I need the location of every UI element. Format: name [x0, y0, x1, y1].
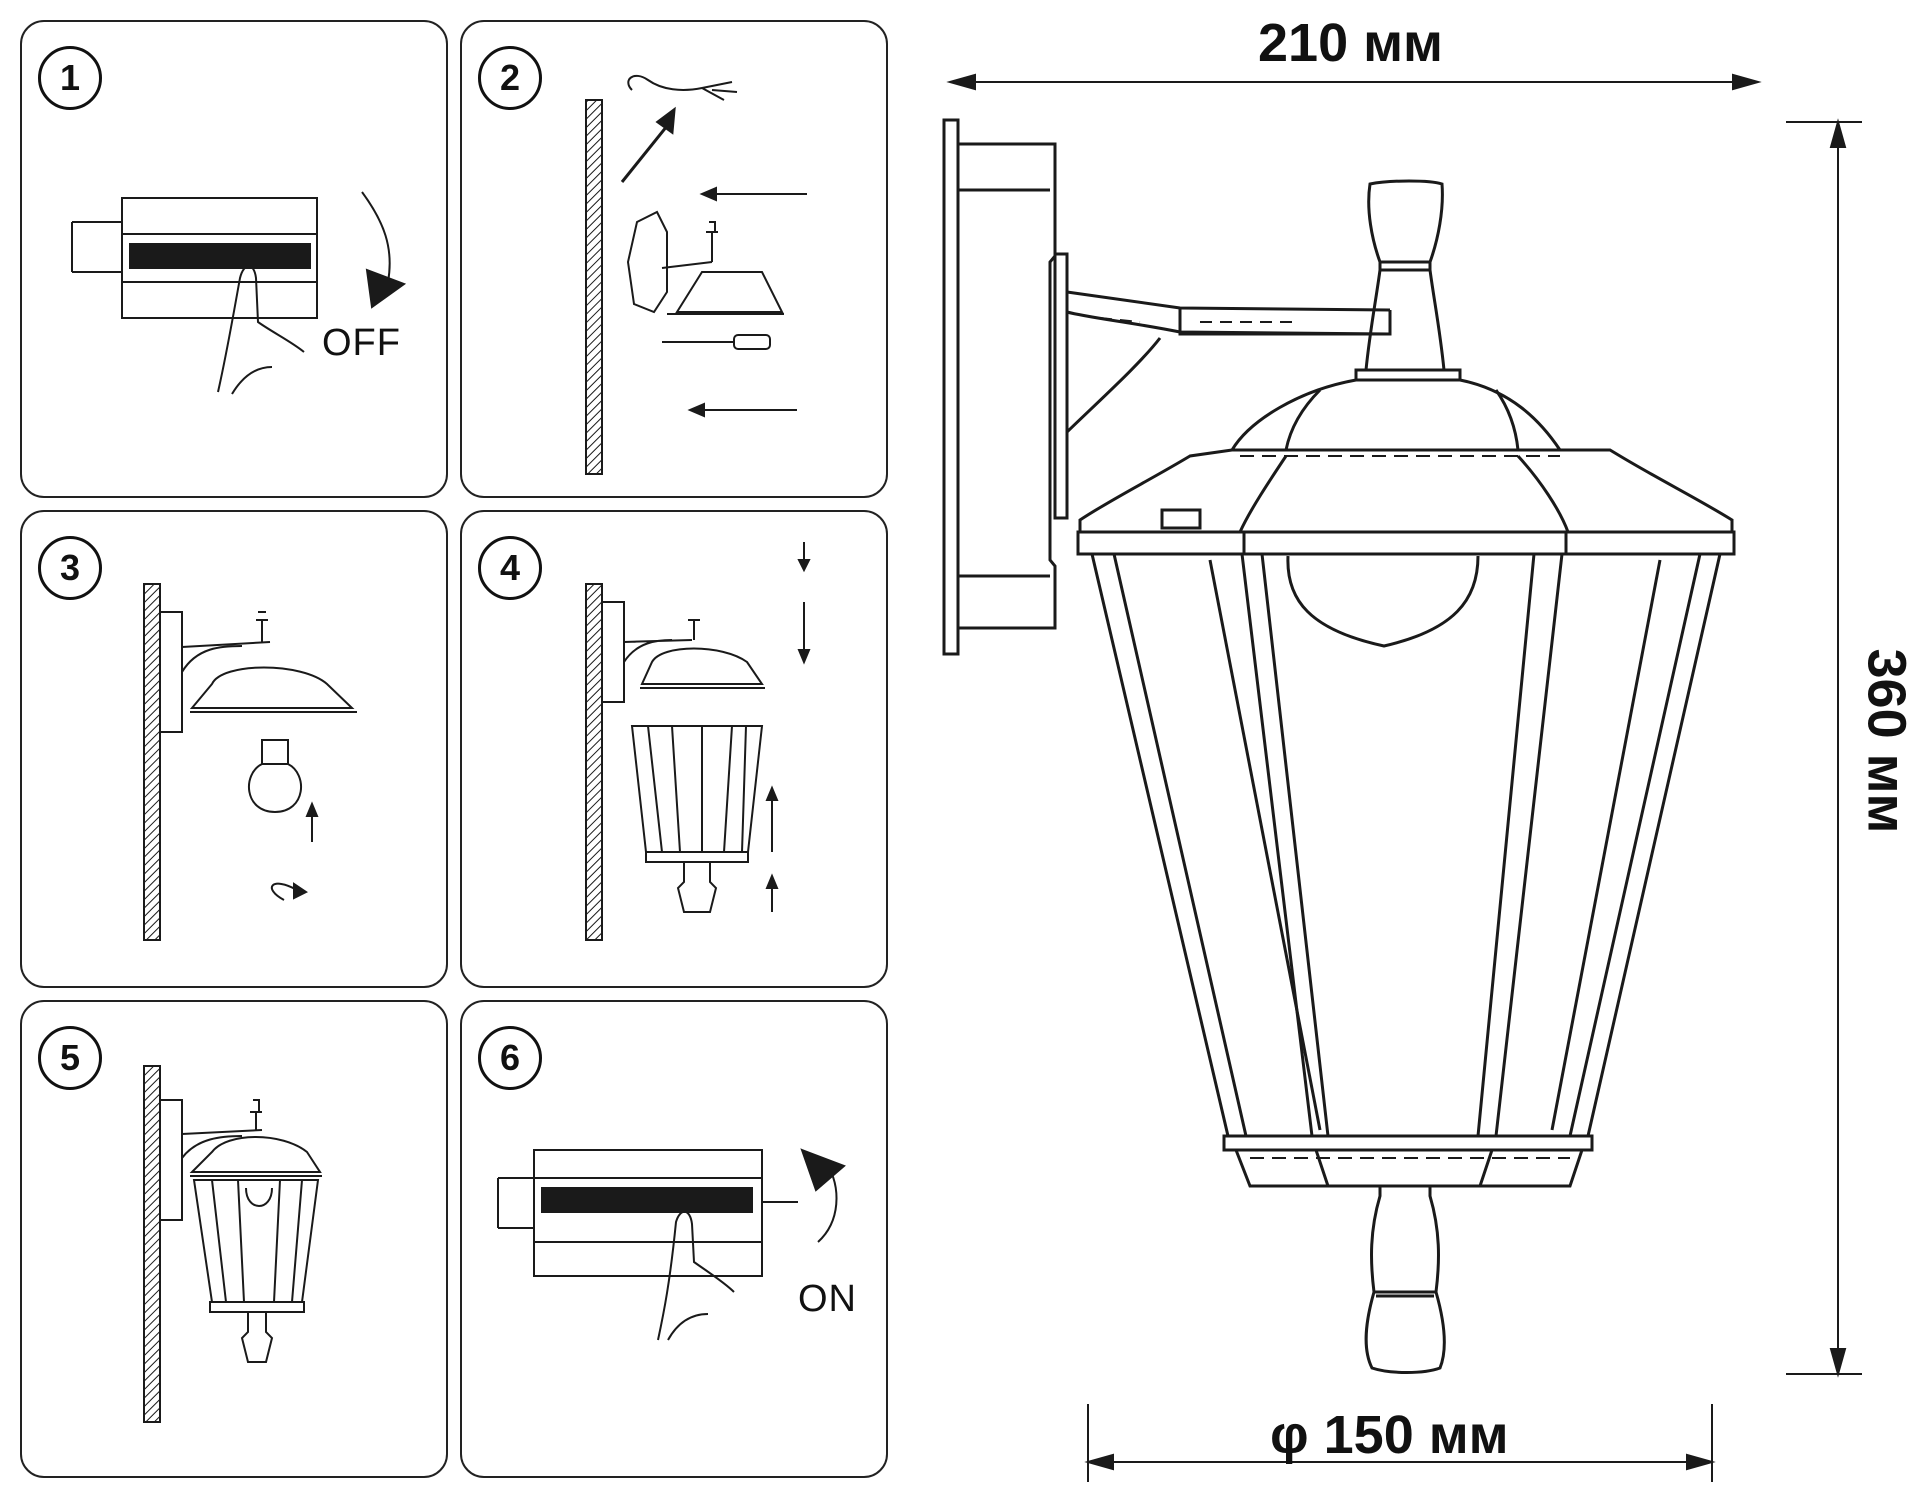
lantern-icon: [159, 1099, 322, 1363]
bulb-icon: [248, 739, 302, 814]
width-dimension-label: 210 мм: [1258, 13, 1443, 73]
breaker-panel-icon: [497, 1148, 846, 1341]
wall-plate: [942, 118, 1069, 656]
lantern-bottom-band: [1222, 1134, 1594, 1188]
step-2-panel: 2: [460, 20, 888, 498]
step-4-panel: 4: [460, 510, 888, 988]
lantern-arm: [1065, 290, 1392, 434]
wire-icon: [627, 74, 738, 101]
lamp-head-icon: [159, 611, 357, 733]
wall-icon: [585, 583, 603, 941]
step-6-number: 6: [478, 1026, 542, 1090]
step-5-panel: 5: [20, 1000, 448, 1478]
wall-icon: [585, 99, 603, 475]
step-6-panel: 6 ON: [460, 1000, 888, 1478]
step-3-number: 3: [38, 536, 102, 600]
step-1-number: 1: [38, 46, 102, 110]
hand-icon: [217, 265, 305, 395]
hand-icon: [657, 1210, 735, 1341]
arrow-icon: [765, 542, 811, 912]
wall-icon: [143, 1065, 161, 1423]
step-5-number: 5: [38, 1026, 102, 1090]
arrow-icon: [687, 186, 807, 418]
lantern-glass-body: [1090, 553, 1722, 1137]
arrow-icon: [800, 1148, 846, 1243]
lamp-head-icon: [626, 210, 784, 315]
lantern-shade-icon: [630, 725, 764, 913]
arrow-icon: [305, 801, 319, 842]
lamp-head-icon: [601, 601, 765, 703]
step-3-panel: 3: [20, 510, 448, 988]
off-label: OFF: [322, 322, 401, 364]
wall-icon: [143, 583, 161, 941]
breaker-panel-icon: [71, 191, 407, 395]
rotate-arrow-icon: [271, 882, 308, 901]
step-1-panel: 1 OFF: [20, 20, 448, 498]
top-finial: [1354, 179, 1462, 382]
screwdriver-icon: [662, 334, 771, 350]
lantern-dome: [1076, 378, 1736, 556]
height-dimension-label: 360 мм: [1856, 648, 1917, 834]
arrow-icon: [361, 191, 407, 309]
arrow-icon: [620, 106, 676, 183]
step-2-number: 2: [478, 46, 542, 110]
diameter-dimension-label: φ 150 мм: [1270, 1405, 1509, 1465]
step-4-number: 4: [478, 536, 542, 600]
bottom-finial: [1364, 1186, 1446, 1374]
on-label: ON: [798, 1278, 857, 1320]
